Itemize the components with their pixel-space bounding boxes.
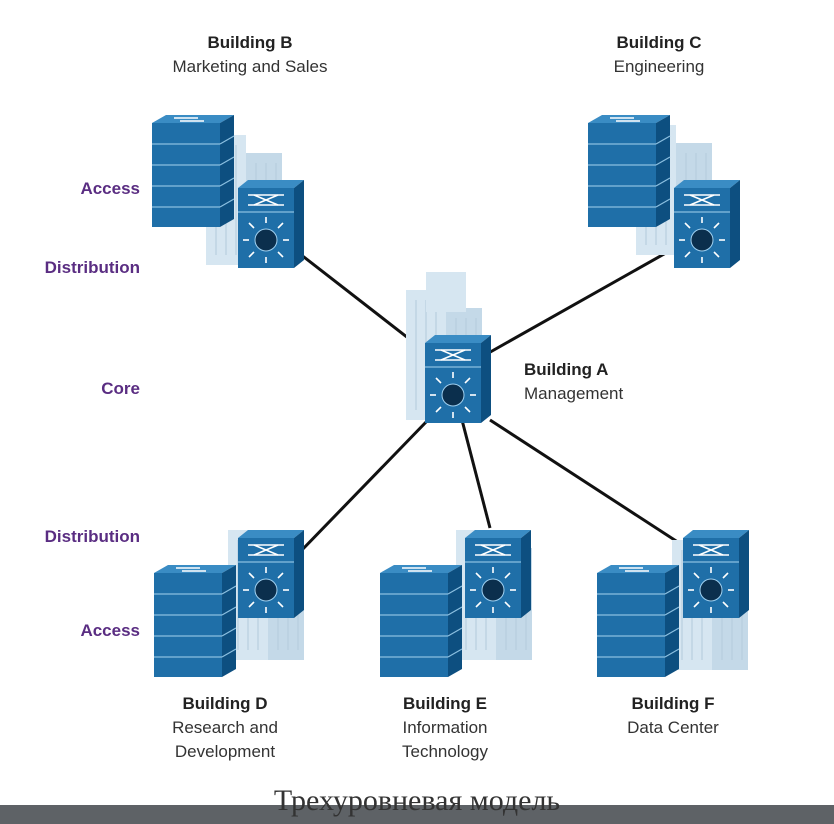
building-c-devices	[587, 114, 741, 269]
building-a-title: Building A	[524, 360, 608, 379]
building-d-title: Building D	[183, 694, 268, 713]
tier-label-distribution-bottom: Distribution	[45, 527, 140, 546]
link-e-to-a	[460, 419, 492, 529]
building-f-devices	[596, 529, 750, 678]
tier-label-core: Core	[101, 379, 140, 398]
building-d-devices	[153, 529, 305, 678]
building-c-subtitle: Engineering	[614, 57, 705, 76]
tier-label-access-bottom: Access	[80, 621, 140, 640]
building-c-title: Building C	[617, 33, 702, 52]
building-d-subtitle-line2: Development	[175, 742, 275, 761]
building-a-core-devices	[405, 272, 492, 424]
building-d-subtitle-line1: Research and	[172, 718, 278, 737]
tier-label-access-top: Access	[80, 179, 140, 198]
tier-label-distribution-top: Distribution	[45, 258, 140, 277]
building-e-subtitle-line2: Technology	[402, 742, 489, 761]
building-a-subtitle: Management	[524, 384, 624, 403]
building-b-subtitle: Marketing and Sales	[173, 57, 328, 76]
caption-bar	[0, 805, 834, 824]
link-c-to-a	[484, 243, 681, 357]
building-f-subtitle: Data Center	[627, 718, 719, 737]
building-e-subtitle-line1: Information	[402, 718, 487, 737]
building-e-title: Building E	[403, 694, 487, 713]
network-links	[298, 243, 691, 554]
building-e-devices	[379, 529, 533, 678]
diagram-caption: Трехуровневая модель	[273, 784, 561, 817]
building-b-title: Building B	[208, 33, 293, 52]
building-b-devices	[151, 114, 305, 269]
building-f-title: Building F	[631, 694, 714, 713]
link-d-to-a	[298, 418, 430, 554]
link-f-to-a	[489, 418, 691, 552]
